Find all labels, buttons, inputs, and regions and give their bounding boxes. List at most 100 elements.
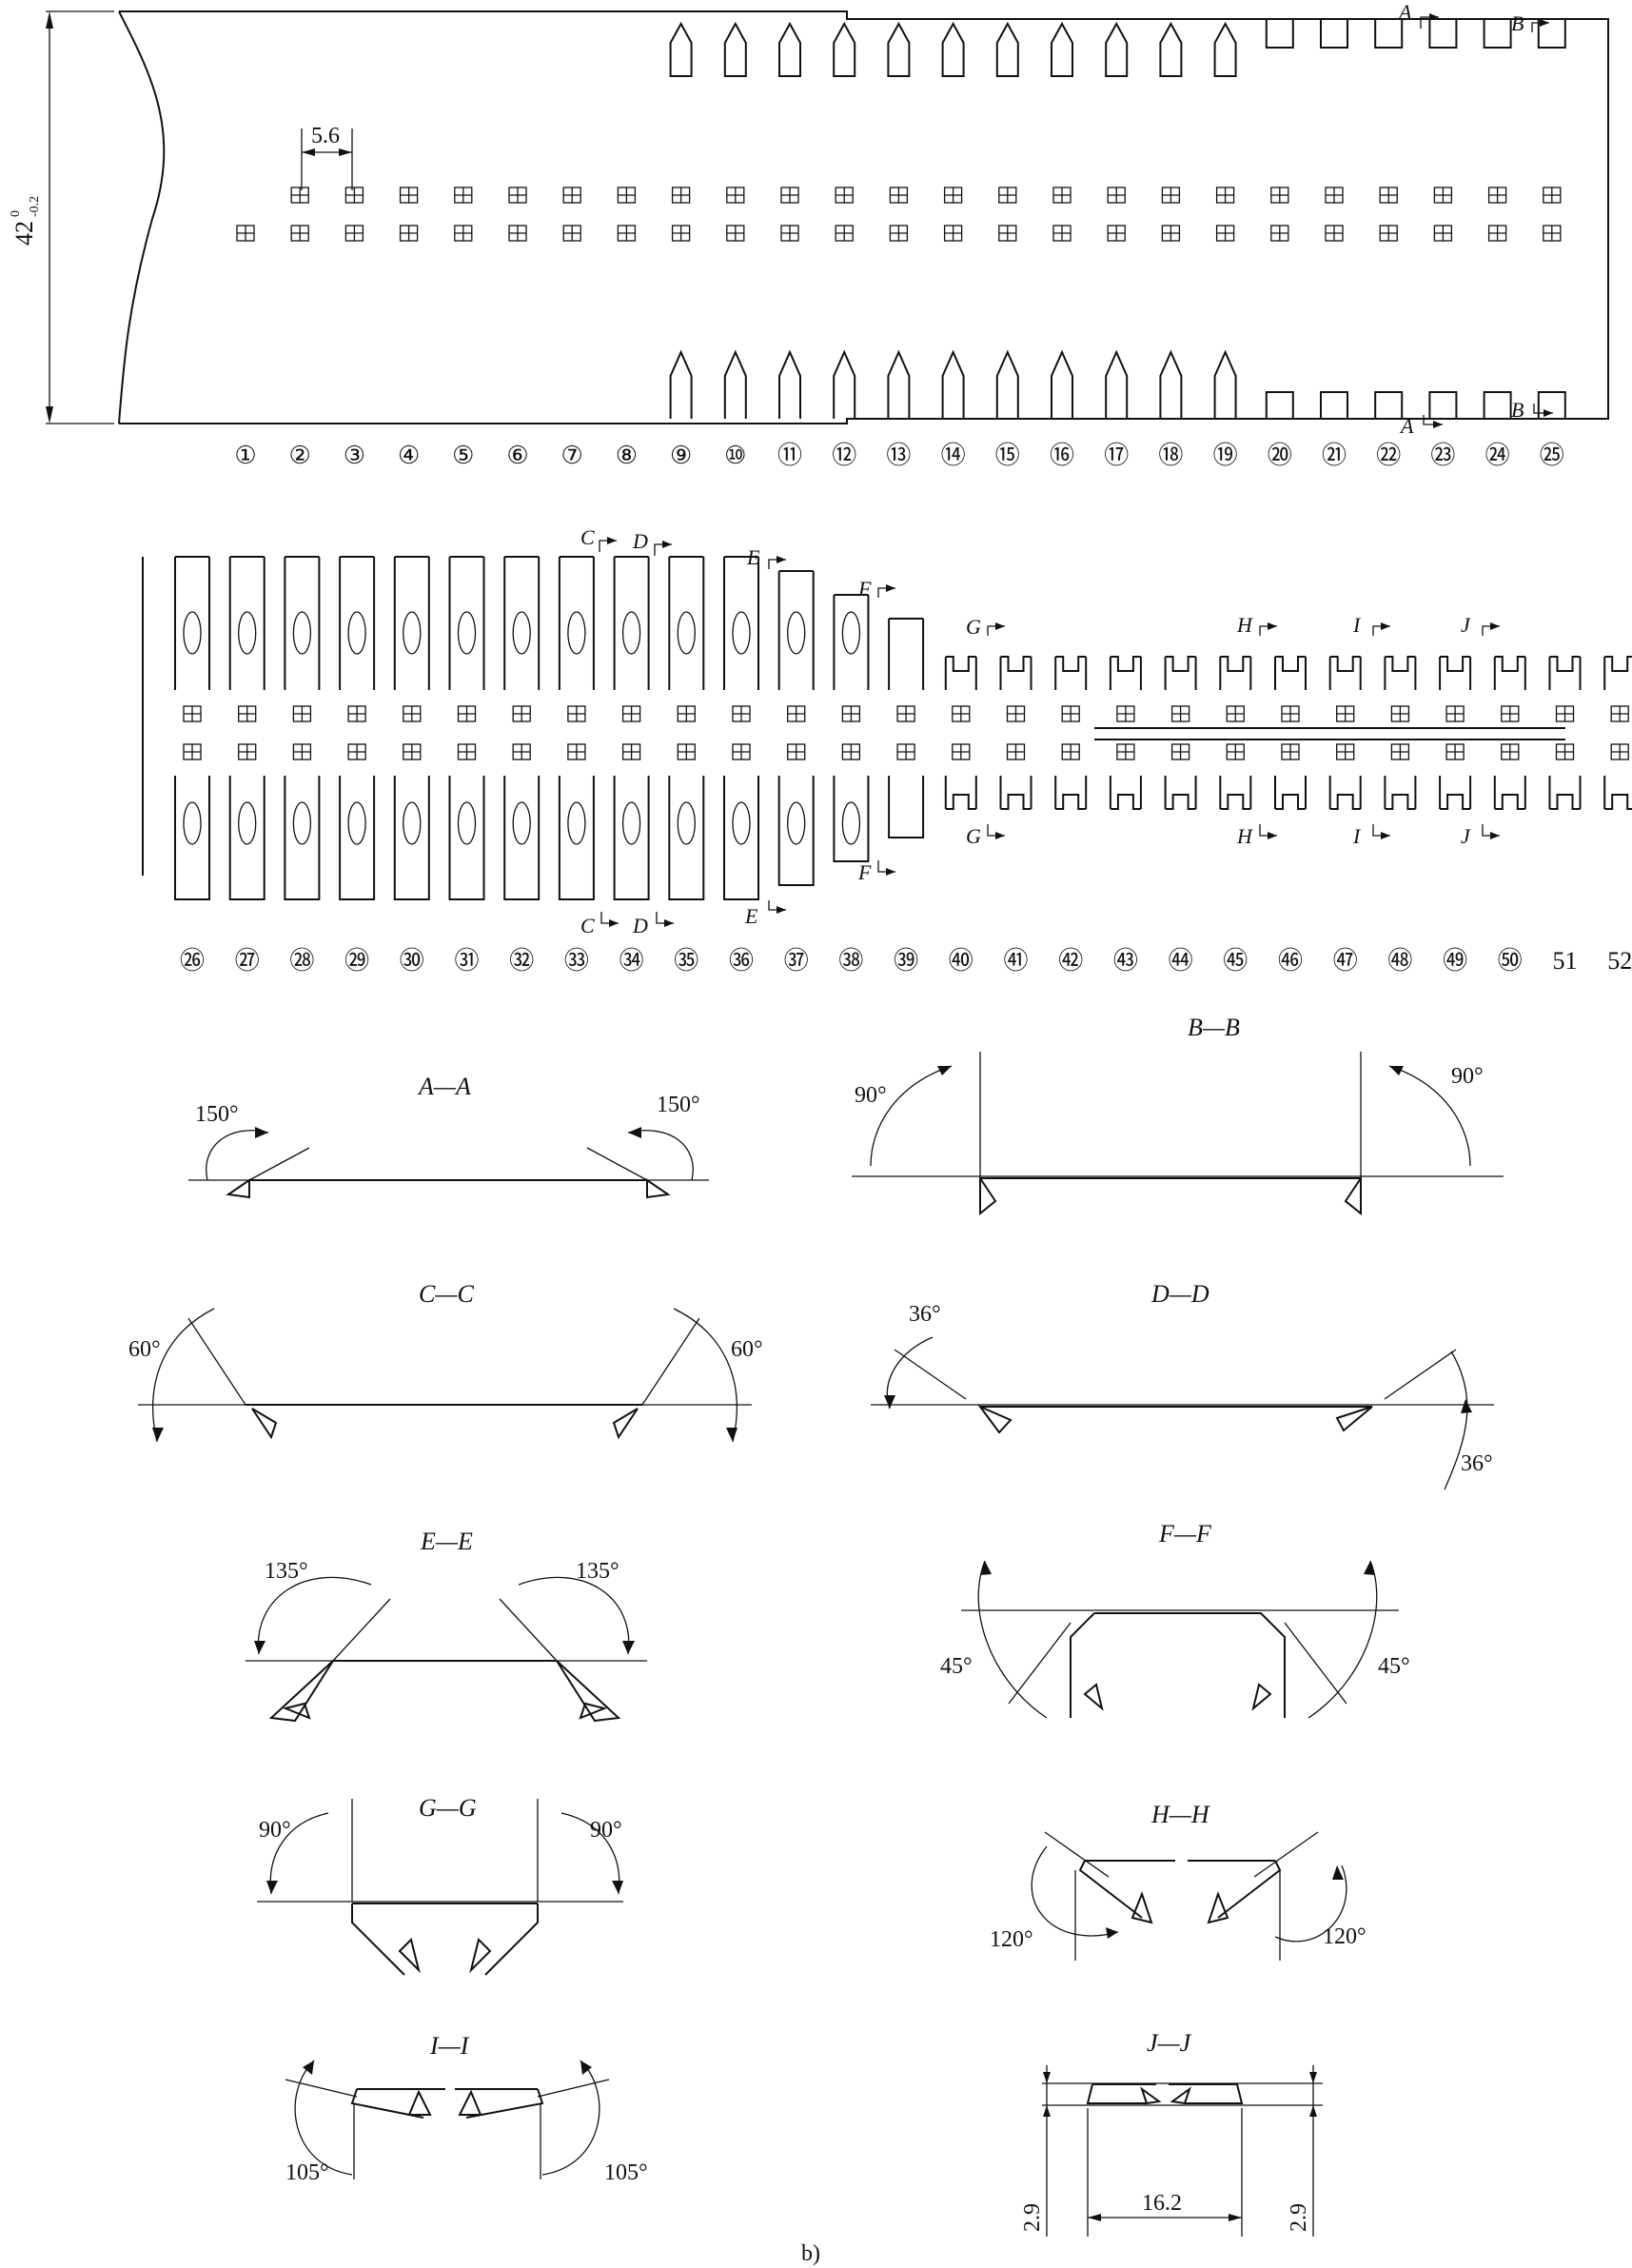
section-ee-angle-left: 135° — [265, 1559, 308, 1584]
formed-part-top — [393, 556, 430, 690]
section-mark-c-top: C — [580, 525, 595, 549]
part-window — [403, 611, 422, 655]
formed-part-bottom — [174, 776, 210, 900]
station-number: ㉛ — [454, 947, 479, 975]
pierced-slot-top — [1051, 21, 1073, 77]
part-window — [567, 801, 586, 845]
bent-part-bottom — [1384, 776, 1417, 810]
station-number: ㊵ — [949, 947, 973, 975]
formed-part-bottom — [284, 776, 321, 900]
notch-top — [1483, 19, 1512, 49]
part-window — [677, 801, 696, 845]
width-tolerance-lower: -0.2 — [28, 196, 42, 217]
station-number: ㉜ — [509, 947, 534, 975]
lower-strip-formed-parts — [174, 556, 1632, 900]
section-mark-i-bottom: I — [1352, 824, 1362, 848]
notch-top — [1537, 19, 1566, 49]
formed-part-top — [284, 556, 321, 690]
bent-part-top — [1054, 656, 1088, 690]
formed-part-bottom — [888, 776, 925, 838]
part-window — [787, 801, 806, 845]
notch-bottom — [1320, 391, 1348, 419]
station-number: ⑮ — [995, 442, 1020, 469]
section-mark-f-top: F — [857, 577, 872, 601]
section-view-dd: D—D 36° 36° — [871, 1280, 1494, 1490]
pierced-slot-top — [833, 21, 856, 77]
notch-top — [1265, 19, 1294, 49]
pilot-hole-rows — [236, 187, 1562, 242]
section-mark-h-top: H — [1236, 613, 1253, 637]
section-aa-angle-left: 150° — [195, 1102, 239, 1127]
notch-bottom — [1537, 391, 1566, 419]
section-mark-d-top: D — [632, 529, 648, 553]
notch-bottom — [1374, 391, 1404, 419]
station-number: ⑥ — [506, 442, 528, 469]
formed-part-top — [503, 556, 541, 690]
section-mark-g-top: G — [966, 615, 981, 639]
strip-width-dimension: 42 0 -0.2 — [9, 10, 114, 424]
upper-strip-bottom-features — [669, 349, 1566, 419]
station-number: 51 — [1553, 947, 1578, 975]
formed-part-bottom — [723, 776, 759, 900]
formed-part-bottom — [558, 776, 595, 900]
section-mark-d-bottom: D — [632, 914, 648, 937]
formed-part-top — [228, 556, 265, 690]
pierced-slot-bottom — [1105, 349, 1129, 419]
bent-part-top — [1274, 656, 1307, 690]
section-view-ii: I—I 105° 105° — [285, 2032, 648, 2185]
station-number: ㊱ — [729, 947, 754, 975]
section-bb-angle-right: 90° — [1451, 1064, 1484, 1089]
section-bb-angle-left: 90° — [855, 1083, 887, 1108]
bent-part-top — [1439, 656, 1472, 690]
station-number: ㉙ — [344, 947, 369, 975]
station-number: ② — [289, 442, 311, 469]
section-hh-angle-right: 120° — [1323, 1924, 1367, 1949]
section-jj-title: J—J — [1147, 2029, 1192, 2057]
section-view-ff: F—F 45° 45° — [940, 1520, 1410, 1719]
formed-part-bottom — [668, 776, 705, 900]
station-number: ㊶ — [1003, 947, 1028, 975]
formed-part-top — [174, 556, 210, 690]
formed-part-bottom — [777, 776, 815, 886]
bent-part-top — [1219, 656, 1252, 690]
pierced-slot-bottom — [833, 349, 856, 419]
bent-part-top — [1164, 656, 1197, 690]
station-number: ⑳ — [1268, 442, 1292, 469]
station-number: ㉘ — [289, 947, 314, 975]
part-window — [457, 611, 477, 655]
pierced-slot-top — [669, 21, 693, 77]
section-cc-title: C—C — [419, 1280, 474, 1308]
station-number: ㉕ — [1540, 442, 1564, 469]
part-window — [677, 611, 696, 655]
pierced-slot-bottom — [723, 349, 747, 419]
part-window — [347, 611, 366, 655]
station-number: ⑭ — [941, 442, 966, 469]
station-number: ㉔ — [1485, 442, 1510, 469]
section-gg-angle-left: 90° — [259, 1818, 291, 1843]
formed-part-top — [558, 556, 595, 690]
pierced-slot-top — [887, 21, 911, 77]
pierced-slot-bottom — [887, 349, 911, 419]
station-number: ⑤ — [452, 442, 474, 469]
formed-part-bottom — [503, 776, 541, 900]
part-window — [292, 801, 312, 845]
formed-part-top — [448, 556, 485, 690]
formed-part-bottom — [228, 776, 265, 900]
part-window — [732, 801, 751, 845]
station-number: ⑧ — [616, 442, 638, 469]
station-number: ㊽ — [1387, 947, 1412, 975]
station-number: ㉒ — [1376, 442, 1401, 469]
part-window — [621, 611, 641, 655]
section-view-bb: B—B 90° 90° — [852, 1014, 1504, 1216]
section-bb-title: B—B — [1188, 1014, 1240, 1041]
section-view-ee: E—E 135° 135° — [246, 1528, 647, 1723]
formed-part-bottom — [833, 776, 870, 862]
station-number: ⑪ — [777, 442, 802, 469]
part-window — [457, 801, 477, 845]
section-mark-f-bottom: F — [857, 860, 872, 884]
section-hh-title: H—H — [1150, 1801, 1210, 1828]
pierced-slot-bottom — [778, 349, 801, 419]
station-number: ㉚ — [400, 947, 424, 975]
bent-part-top — [1548, 656, 1582, 690]
section-mark-a-bottom: A — [1399, 414, 1414, 438]
